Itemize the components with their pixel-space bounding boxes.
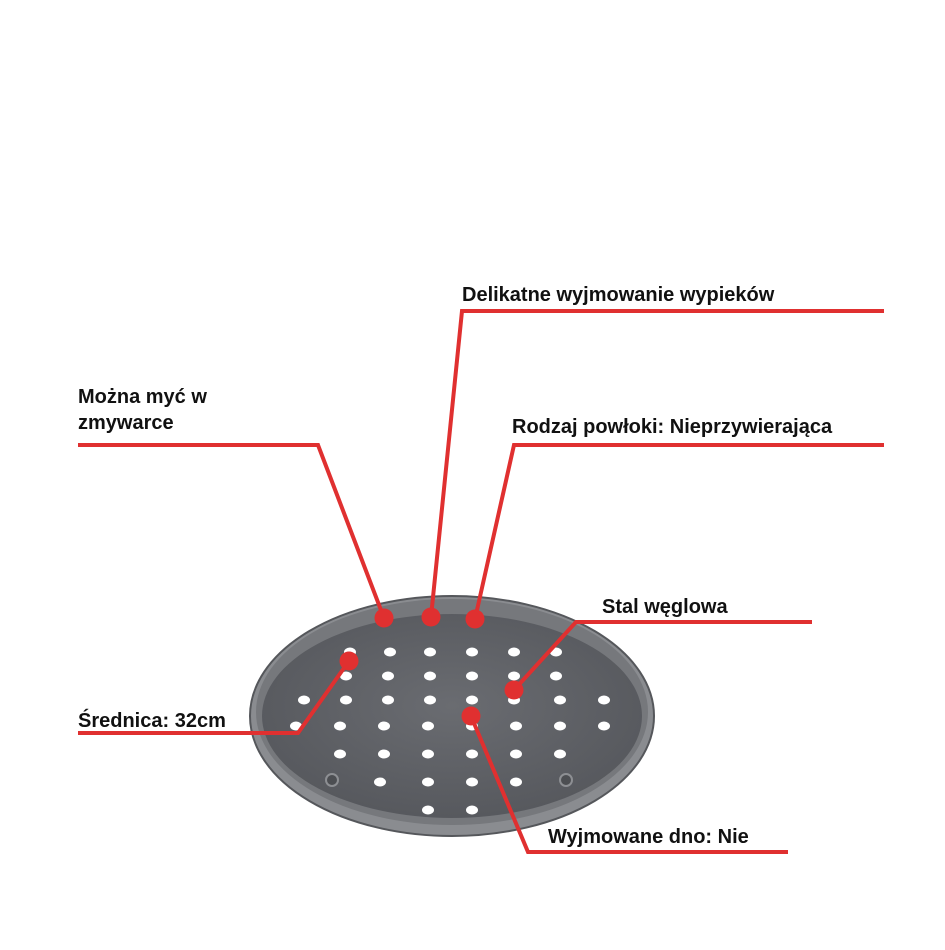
perforation-hole	[508, 647, 520, 657]
callout-delikatne-line	[429, 309, 884, 618]
perforation-hole	[382, 695, 394, 705]
perforation-hole	[384, 647, 396, 657]
perforation-hole	[466, 647, 478, 657]
perforation-hole	[466, 671, 478, 681]
perforation-hole	[598, 695, 610, 705]
callout-srednica-dot	[339, 651, 359, 671]
label-wyjmowane-dno: Wyjmowane dno: Nie	[548, 826, 749, 848]
label-stal-weglowa: Stal węglowa	[602, 596, 728, 618]
label-rodzaj-powloki: Rodzaj powłoki: Nieprzywierająca	[512, 416, 833, 438]
perforation-hole	[422, 749, 434, 759]
label-mozna-myc-line2: zmywarce	[78, 412, 174, 434]
callout-delikatne-dot	[421, 607, 441, 627]
callout-srednica-line	[78, 659, 351, 735]
callout-stal-dot	[504, 680, 524, 700]
perforation-hole	[508, 671, 520, 681]
perforation-hole	[340, 671, 352, 681]
perforation-hole	[422, 777, 434, 787]
rivet-right	[559, 773, 573, 787]
perforation-hole	[466, 695, 478, 705]
callout-mozna-myc-dot	[374, 608, 394, 628]
perforation-hole	[466, 749, 478, 759]
callout-rodzaj-line	[473, 443, 884, 620]
perforation-hole	[422, 805, 434, 815]
perforation-hole	[334, 749, 346, 759]
label-srednica: Średnica: 32cm	[78, 710, 226, 732]
label-delikatne-wyjmowanie: Delikatne wyjmowanie wypieków	[462, 284, 775, 306]
perforation-hole	[466, 777, 478, 787]
perforation-hole	[554, 695, 566, 705]
perforation-hole	[550, 671, 562, 681]
perforation-hole	[334, 721, 346, 731]
perforation-hole	[598, 721, 610, 731]
callout-lines	[78, 309, 884, 854]
perforation-hole	[424, 695, 436, 705]
perforation-hole	[424, 671, 436, 681]
callout-rodzaj-dot	[465, 609, 485, 629]
perforation-hole	[382, 671, 394, 681]
callout-wyjmowane-dot	[461, 706, 481, 726]
pan-inner-surface	[262, 614, 642, 818]
perforation-hole	[378, 749, 390, 759]
perforation-hole	[510, 777, 522, 787]
perforation-hole	[378, 721, 390, 731]
perforation-hole	[510, 721, 522, 731]
callout-wyjmowane-line	[469, 715, 788, 854]
rivet-left	[325, 773, 339, 787]
perforation-hole	[298, 695, 310, 705]
perforation-hole	[554, 749, 566, 759]
perforation-hole	[554, 721, 566, 731]
callout-stal-line	[512, 620, 812, 692]
perforation-hole	[422, 721, 434, 731]
perforation-hole	[510, 749, 522, 759]
perforation-hole	[466, 805, 478, 815]
label-mozna-myc-line1: Można myć w	[78, 386, 207, 408]
perforation-hole	[374, 777, 386, 787]
perforation-hole	[424, 647, 436, 657]
callout-mozna-myc-line	[78, 443, 386, 619]
perforation-hole	[340, 695, 352, 705]
